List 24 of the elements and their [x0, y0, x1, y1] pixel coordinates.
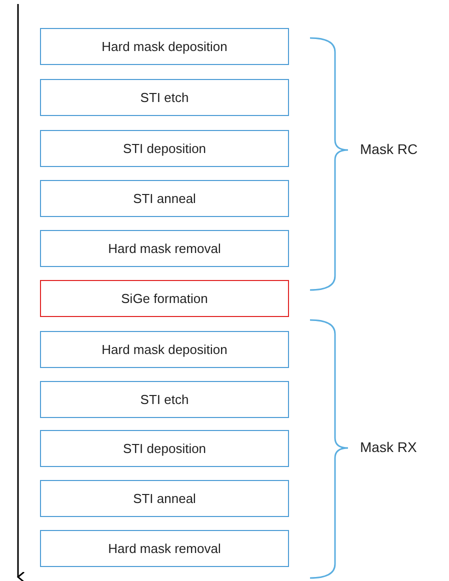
step-label: STI anneal	[133, 491, 196, 506]
step-label: STI deposition	[122, 441, 206, 456]
step-label: SiGe formation	[121, 291, 208, 306]
step-label: STI anneal	[133, 191, 196, 206]
mask-label: Mask RX	[360, 439, 417, 455]
process-box	[40, 381, 289, 418]
step-label: Hard mask deposition	[102, 39, 228, 54]
process-box	[40, 230, 289, 267]
step-label: STI deposition	[122, 141, 206, 156]
process-box	[40, 430, 289, 467]
process-box	[40, 180, 289, 217]
process-box	[40, 530, 289, 567]
process-box	[40, 130, 289, 167]
step-label: Hard mask removal	[108, 541, 221, 556]
process-box	[40, 280, 289, 317]
step-label: STI etch	[140, 90, 189, 105]
mask-label: Mask RC	[360, 141, 418, 157]
process-box	[40, 480, 289, 517]
process-box	[40, 331, 289, 368]
step-label: Hard mask removal	[108, 241, 221, 256]
process-box	[40, 79, 289, 116]
step-label: STI etch	[140, 392, 189, 407]
process-box	[40, 28, 289, 65]
step-label: Hard mask deposition	[102, 342, 228, 357]
